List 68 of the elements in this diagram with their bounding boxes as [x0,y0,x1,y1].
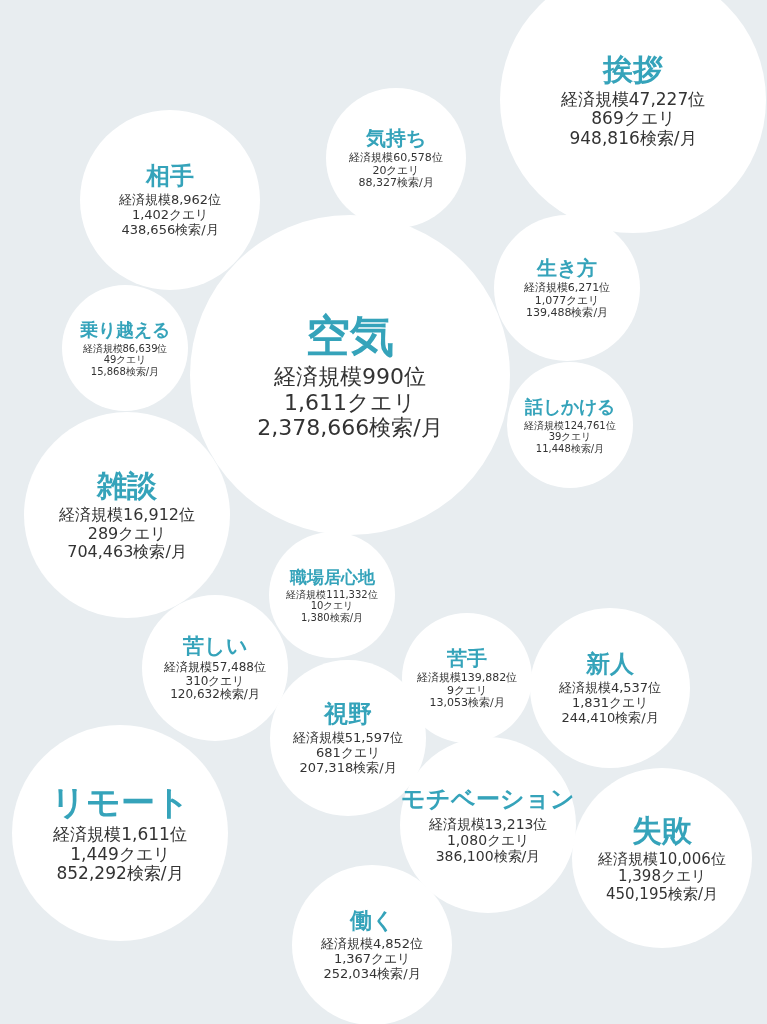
stat-text: 869クエリ [591,109,675,129]
stat-text: 13,053検索/月 [429,697,505,710]
stat-text: 310クエリ [185,674,245,688]
stat-text: 386,100検索/月 [435,848,541,865]
stat-text: 681クエリ [316,745,380,761]
stat-text: 139,488検索/月 [525,307,609,320]
stat-text: 経済規模13,213位 [428,816,548,833]
keyword-title: 新人 [586,650,634,679]
stat-text: 経済規模8,962位 [118,193,222,208]
keyword-title: 苦しい [182,633,248,659]
keyword-title: 空気 [306,309,394,363]
keyword-title: モチベーション [401,785,575,815]
keyword-title: 話しかける [525,395,615,418]
stat-text: 15,868検索/月 [90,365,160,378]
stat-text: 経済規模124,761位 [524,419,616,432]
stat-text: 1,831クエリ [571,695,649,711]
stat-text: 1,398クエリ [618,868,706,886]
keyword-title: 失敗 [632,813,692,850]
stat-text: 10クエリ [310,600,354,612]
stat-text: 1,611クエリ [284,389,416,416]
keyword-title: 働く [349,908,395,935]
stat-text: 438,656検索/月 [121,222,219,238]
keyword-title: 挨拶 [603,51,663,88]
keyword-title: 苦手 [447,646,487,671]
keyword-title: 相手 [146,162,194,191]
stat-text: 経済規模6,271位 [523,282,611,295]
stat-text: 経済規模139,882位 [416,672,518,685]
stat-text: 経済規模16,912位 [59,506,195,525]
stat-text: 450,195検索/月 [605,885,719,903]
stat-text: 経済規模4,537位 [558,681,662,696]
stat-text: 704,463検索/月 [67,543,187,562]
stat-text: 経済規模1,611位 [53,825,187,845]
stat-text: 経済規模57,488位 [164,660,266,675]
stat-text: 289クエリ [87,524,167,543]
keyword-title: 視野 [324,700,372,729]
stat-text: 11,448検索/月 [535,442,605,455]
stat-text: 1,449クエリ [70,844,170,865]
stat-text: 2,378,666検索/月 [257,415,443,441]
stat-text: 49クエリ [103,354,147,366]
keyword-title: 乗り越える [80,318,170,341]
stat-text: 207,318検索/月 [299,760,397,776]
stat-text: 経済規模51,597位 [292,731,404,746]
stat-text: 経済規模111,332位 [286,588,378,601]
stat-text: 1,402クエリ [131,207,209,223]
stat-text: 経済規模60,578位 [349,152,443,165]
stat-text: 20クエリ [372,164,420,177]
stat-text: 852,292検索/月 [56,864,184,884]
stat-text: 252,034検索/月 [323,966,421,982]
stat-text: 1,380検索/月 [301,611,363,624]
stat-text: 経済規模10,006位 [598,851,726,869]
keyword-title: 気持ち [366,126,426,151]
stat-text: 経済規模86,639位 [82,342,168,355]
stat-text: 948,816検索/月 [569,128,697,149]
stat-text: 経済規模990位 [274,364,426,390]
stat-text: 経済規模47,227位 [560,89,706,110]
stat-text: 1,367クエリ [333,951,411,967]
stat-text: 39クエリ [548,431,592,443]
stat-text: 120,632検索/月 [170,688,260,703]
stat-text: 244,410検索/月 [561,710,659,726]
stat-text: 1,077クエリ [534,294,600,307]
keyword-title: 生き方 [537,256,597,281]
keyword-title: 職場居心地 [289,566,375,587]
keyword-title: リモート [50,782,190,824]
stat-text: 経済規模4,852位 [320,936,424,952]
stat-text: 88,327検索/月 [358,177,434,190]
stat-text: 9クエリ [447,684,487,697]
keyword-title: 雑談 [97,468,157,505]
stat-text: 1,080クエリ [446,832,530,849]
